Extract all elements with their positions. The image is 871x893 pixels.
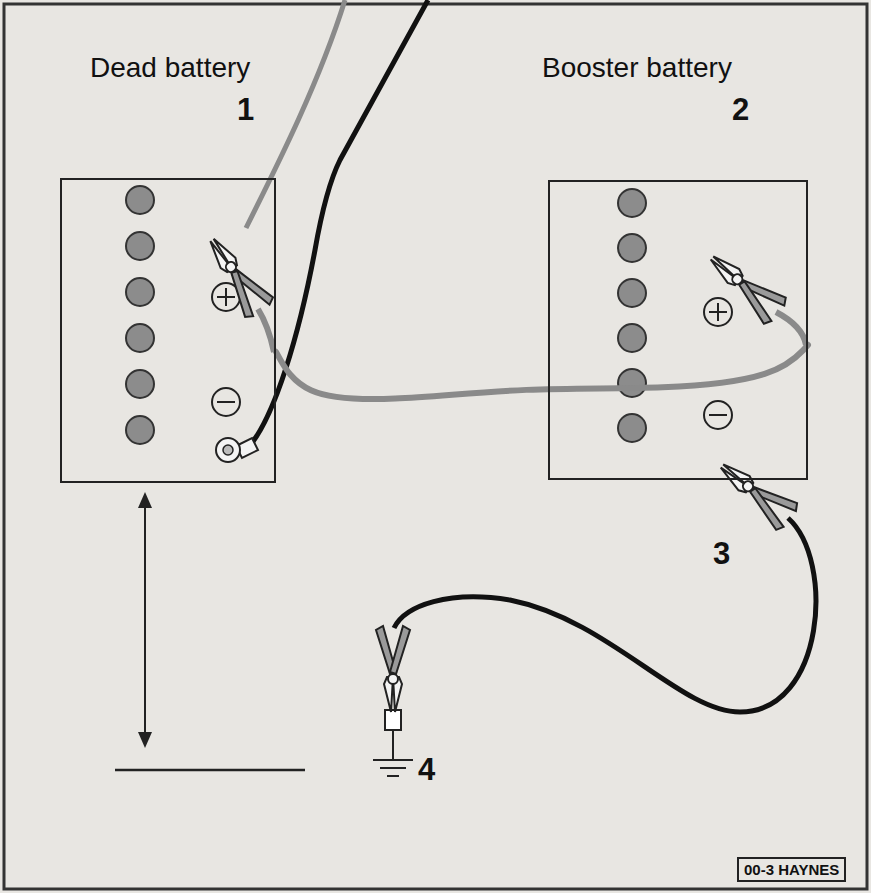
jumper-clamp (712, 453, 801, 533)
battery-cells (126, 186, 646, 444)
battery-label: Booster battery (542, 52, 732, 84)
battery-label: Dead battery (90, 52, 250, 84)
booster-ground-cable (394, 518, 816, 712)
callout-number: 4 (418, 752, 435, 788)
frame (4, 4, 867, 889)
jumper-clamp (376, 626, 410, 712)
ground-symbol (373, 710, 413, 776)
figure-code: 00-3 HAYNES (737, 857, 846, 882)
callout-number: 1 (237, 92, 254, 128)
terminal-lug (216, 438, 258, 462)
battery-box: Dead battery (60, 178, 276, 483)
dimension-arrow (115, 492, 305, 770)
jumper-clamp (198, 230, 275, 320)
callout-number: 2 (732, 92, 749, 128)
jumper-cable (276, 345, 808, 399)
vehicle-positive-cable (246, 0, 345, 228)
vehicle-ground-cable (246, 0, 428, 450)
cable-end (258, 309, 274, 352)
jumper-clamp (701, 245, 789, 326)
cable-end (776, 312, 806, 345)
battery-box: Booster battery (548, 180, 808, 480)
callout-number: 3 (713, 536, 730, 572)
